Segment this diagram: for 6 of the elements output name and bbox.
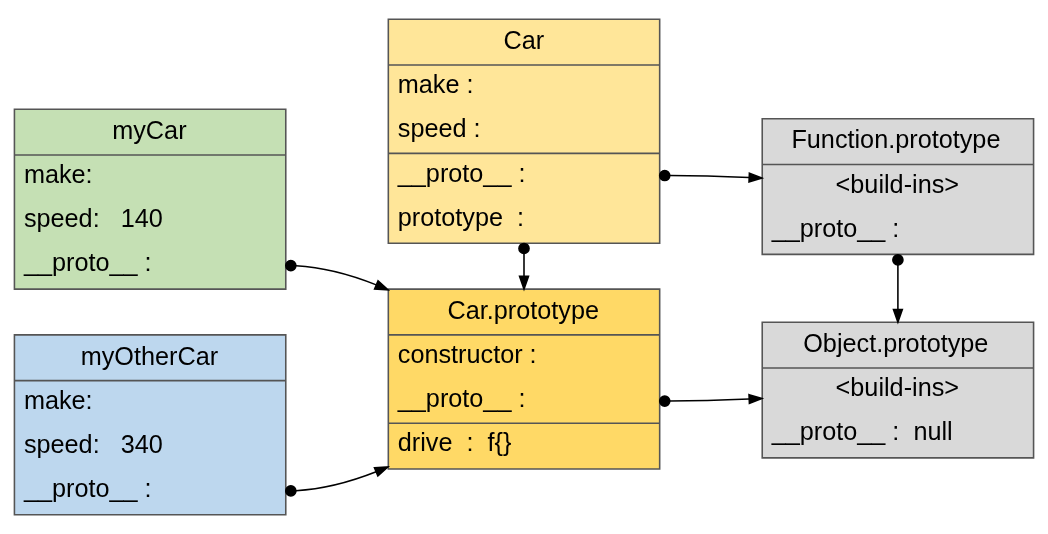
- arrow: [658, 393, 765, 407]
- arrow: [285, 466, 391, 497]
- arrow: [285, 259, 391, 291]
- arrow: [518, 242, 530, 292]
- arrow: [892, 254, 904, 325]
- arrow: [658, 169, 765, 184]
